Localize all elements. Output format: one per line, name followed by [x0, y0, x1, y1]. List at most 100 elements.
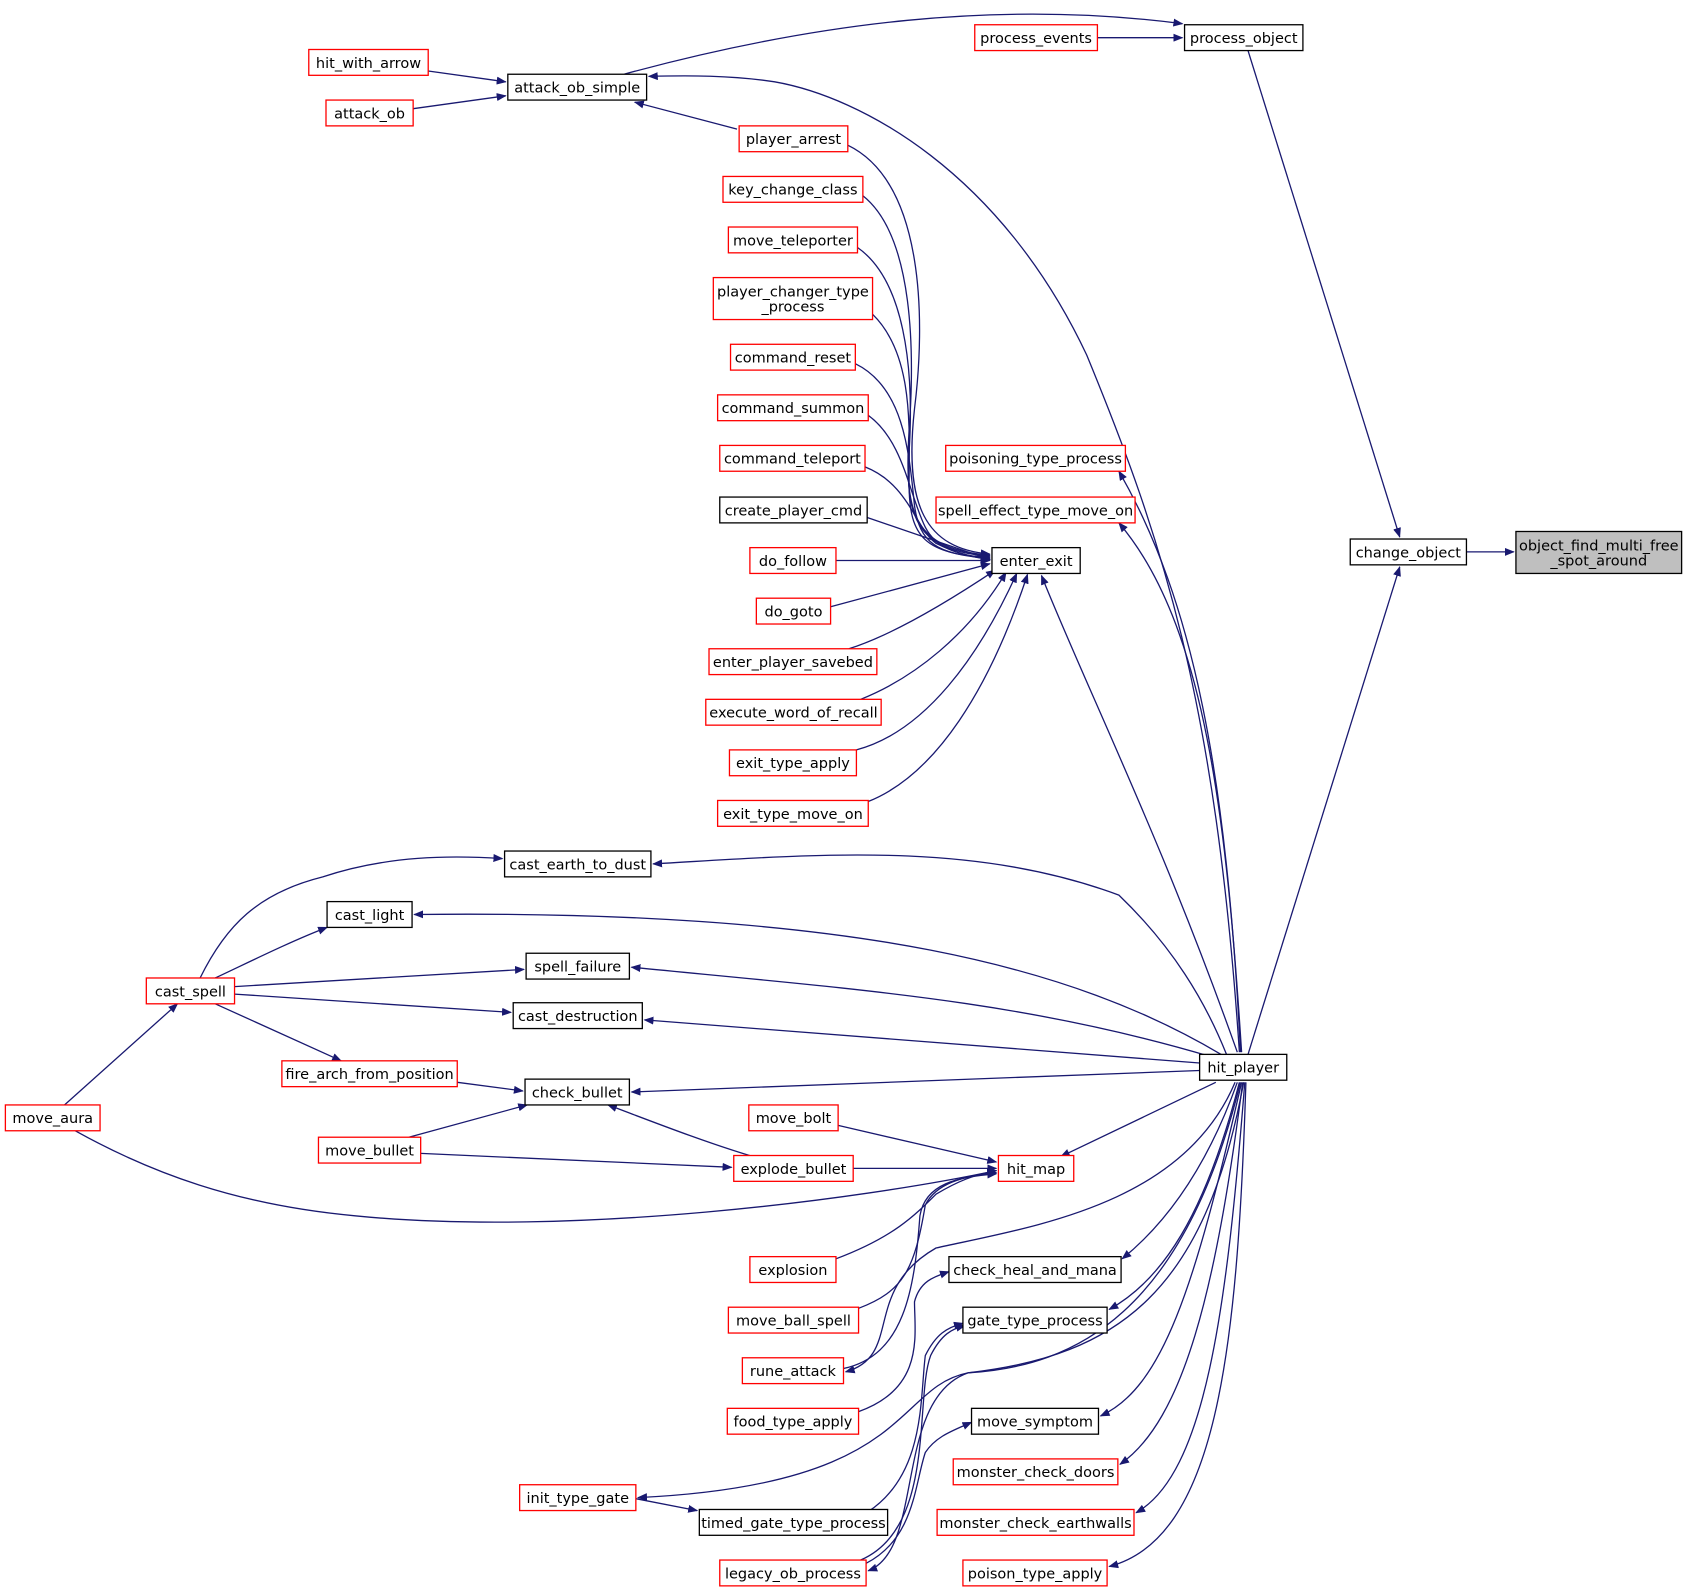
- node-exit-type-apply[interactable]: exit_type_apply: [728, 749, 858, 777]
- node-cast-earth-to-dust[interactable]: cast_earth_to_dust: [503, 850, 652, 878]
- edge-food-type-apply-to-check-heal: [858, 1270, 950, 1413]
- node-box: [507, 73, 648, 101]
- node-change-object[interactable]: change_object: [1349, 538, 1468, 566]
- node-label: timed_gate_type_process: [701, 1516, 886, 1532]
- node-box: [325, 99, 414, 127]
- node-box: [1349, 538, 1468, 566]
- edge-move-aura-to-hit-map: [74, 1130, 998, 1223]
- node-food-type-apply[interactable]: food_type_apply: [726, 1407, 860, 1435]
- node-label: move_ball_spell: [736, 1314, 851, 1330]
- edge-execute-word-of-recall-to-enter-exit: [860, 571, 1007, 700]
- node-cast-light[interactable]: cast_light: [326, 900, 413, 929]
- node-move-teleporter[interactable]: move_teleporter: [727, 226, 859, 254]
- node-init-type-gate[interactable]: init_type_gate: [519, 1484, 637, 1512]
- node-label: cast_destruction: [518, 1009, 638, 1025]
- edge-hit-player-to-poison-type-apply: [1108, 1082, 1247, 1569]
- node-explosion[interactable]: explosion: [749, 1255, 837, 1284]
- node-box: [719, 444, 866, 472]
- node-command-summon[interactable]: command_summon: [716, 394, 869, 422]
- node-label: enter_exit: [1000, 554, 1073, 570]
- node-execute-word-of-recall[interactable]: execute_word_of_recall: [705, 698, 882, 726]
- edge-exit-type-apply-to-enter-exit: [856, 572, 1018, 751]
- edge-hit-with-arrow-to-attack-ob-simple: [428, 70, 507, 85]
- node-fire-arch-from-position[interactable]: fire_arch_from_position: [281, 1060, 458, 1088]
- node-move-bolt[interactable]: move_bolt: [748, 1104, 839, 1132]
- node-box: [722, 175, 864, 203]
- node-move-bullet[interactable]: move_bullet: [317, 1136, 422, 1164]
- node-monster-check-doors[interactable]: monster_check_doors: [952, 1458, 1119, 1486]
- edge-fire-arch-to-check-bullet: [457, 1081, 524, 1094]
- node-player-arrest[interactable]: player_arrest: [738, 125, 849, 153]
- node-create-player-cmd[interactable]: create_player_cmd: [719, 496, 868, 524]
- node-label: player_arrest: [746, 132, 842, 148]
- node-label: poisoning_type_process: [949, 452, 1122, 468]
- edge-legacy-ob-to-gate-type-process: [860, 1323, 967, 1561]
- node-legacy-ob-process[interactable]: legacy_ob_process: [719, 1559, 867, 1587]
- node-box: [712, 276, 874, 321]
- node-cast-destruction[interactable]: cast_destruction: [512, 1002, 643, 1030]
- node-hit-with-arrow[interactable]: hit_with_arrow: [308, 48, 429, 76]
- edge-explode-bullet-to-check-bullet: [606, 1104, 754, 1158]
- node-do-follow[interactable]: do_follow: [749, 546, 837, 575]
- edge-timed-gate-to-gate-type-process: [867, 1321, 964, 1513]
- node-enter-player-savebed[interactable]: enter_player_savebed: [708, 648, 878, 676]
- node-gate-type-process[interactable]: gate_type_process: [962, 1306, 1108, 1334]
- node-box: [317, 1136, 422, 1164]
- edge-hit-player-to-attack-ob-simple: [647, 72, 1241, 1053]
- node-do-goto[interactable]: do_goto: [755, 597, 832, 625]
- node-player-changer-type-process[interactable]: player_changer_type_process: [712, 276, 874, 321]
- node-attack-ob-simple[interactable]: attack_ob_simple: [507, 73, 648, 101]
- node-box: [749, 1255, 837, 1284]
- node-attack-ob[interactable]: attack_ob: [325, 99, 414, 127]
- node-rune-attack[interactable]: rune_attack: [741, 1357, 845, 1385]
- node-process-events[interactable]: process_events: [974, 24, 1099, 52]
- node-move-symptom[interactable]: move_symptom: [970, 1407, 1100, 1435]
- node-poisoning-type-process[interactable]: poisoning_type_process: [945, 444, 1127, 472]
- edge-hit-player-to-enter-exit: [1040, 574, 1238, 1053]
- node-move-ball-spell[interactable]: move_ball_spell: [727, 1306, 860, 1334]
- edge-player-arrest-to-attack-ob-simple: [633, 100, 738, 130]
- node-spell-failure[interactable]: spell_failure: [525, 952, 631, 980]
- node-label: move_teleporter: [733, 233, 853, 249]
- node-box: [708, 648, 878, 676]
- node-monster-check-earthwalls[interactable]: monster_check_earthwalls: [936, 1508, 1135, 1536]
- edge-create-player-cmd-to-enter-exit: [866, 516, 991, 561]
- node-hit-player[interactable]: hit_player: [1198, 1053, 1288, 1081]
- node-spell-effect-type-move-on[interactable]: spell_effect_type_move_on: [935, 496, 1136, 524]
- node-label: hit_player: [1207, 1061, 1279, 1077]
- node-process-object[interactable]: process_object: [1183, 24, 1304, 52]
- node-explode-bullet[interactable]: explode_bullet: [733, 1154, 854, 1182]
- node-command-teleport[interactable]: command_teleport: [719, 444, 866, 472]
- node-box: [326, 900, 413, 929]
- edge-rune-attack-to-hit-map: [843, 1170, 998, 1370]
- edge-hit-player-to-hit-map: [1059, 1081, 1217, 1158]
- node-cast-spell[interactable]: cast_spell: [145, 977, 236, 1005]
- node-enter-exit[interactable]: enter_exit: [991, 546, 1081, 575]
- node-exit-type-move-on[interactable]: exit_type_move_on: [716, 799, 869, 827]
- node-box: [755, 597, 832, 625]
- edge-command-reset-to-enter-exit: [855, 363, 991, 562]
- node-move-aura[interactable]: move_aura: [4, 1104, 101, 1132]
- node-label: attack_ob: [334, 106, 405, 122]
- node-poison-type-apply[interactable]: poison_type_apply: [962, 1559, 1108, 1587]
- node-label: explode_bullet: [741, 1162, 847, 1178]
- node-box: [733, 1154, 854, 1182]
- node-key-change-class[interactable]: key_change_class: [722, 175, 864, 203]
- node-command-reset[interactable]: command_reset: [729, 343, 856, 371]
- node-label: object_find_multi_free: [1519, 538, 1679, 554]
- node-box: [974, 24, 1099, 52]
- node-box: [741, 1357, 845, 1385]
- node-box: [945, 444, 1127, 472]
- node-box: [1515, 530, 1683, 575]
- node-check-bullet[interactable]: check_bullet: [524, 1078, 631, 1106]
- node-box: [519, 1484, 637, 1512]
- node-box: [1198, 1053, 1288, 1081]
- node-timed-gate-type-process[interactable]: timed_gate_type_process: [698, 1508, 889, 1536]
- edge-do-goto-to-enter-exit: [830, 562, 991, 608]
- node-check-heal-and-mana[interactable]: check_heal_and_mana: [948, 1255, 1122, 1284]
- node-hit-map[interactable]: hit_map: [997, 1154, 1075, 1182]
- node-root[interactable]: object_find_multi_free_spot_around: [1515, 530, 1683, 575]
- node-label: fire_arch_from_position: [285, 1067, 453, 1083]
- edge-attack-ob-to-attack-ob-simple: [413, 93, 507, 110]
- node-label: command_reset: [735, 351, 852, 367]
